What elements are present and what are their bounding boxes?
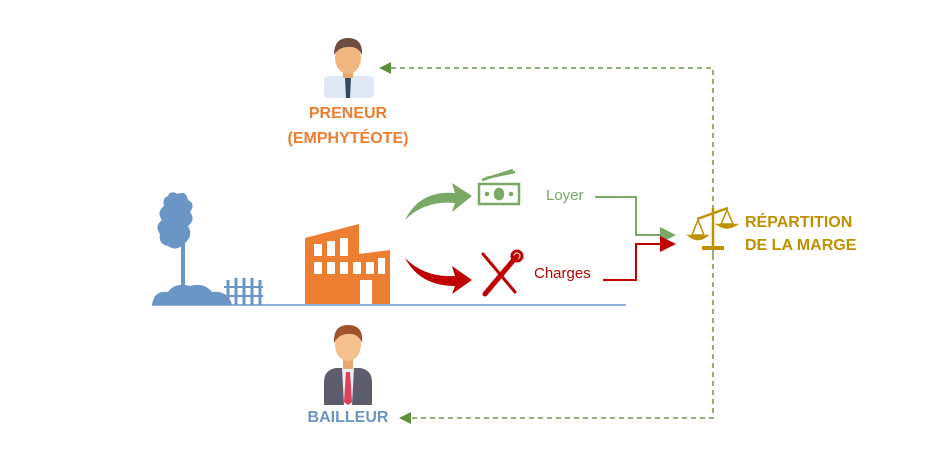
repartition-label: RÉPARTITION DE LA MARGE bbox=[745, 211, 856, 257]
tools-icon bbox=[481, 249, 524, 297]
preneur-subtitle: (EMPHYTÉOTE) bbox=[287, 130, 409, 147]
loyer-connector bbox=[595, 196, 676, 243]
bailleur-label: BAILLEUR bbox=[307, 409, 389, 426]
tree-icon bbox=[152, 192, 232, 305]
preneur-label: PRENEUR (EMPHYTÉOTE) bbox=[268, 101, 428, 151]
repartition-line1: RÉPARTITION bbox=[745, 214, 853, 231]
building-icon bbox=[305, 224, 390, 304]
fence-icon bbox=[224, 278, 263, 305]
charges-connector bbox=[603, 236, 676, 281]
red-curved-arrow bbox=[405, 258, 472, 294]
dashed-arrow-to-preneur bbox=[379, 62, 714, 255]
loyer-label: Loyer bbox=[546, 187, 584, 204]
green-curved-arrow bbox=[405, 183, 472, 220]
preneur-title: PRENEUR bbox=[308, 105, 388, 122]
money-icon bbox=[477, 168, 521, 206]
dashed-arrow-to-bailleur bbox=[399, 255, 714, 424]
preneur-person-icon bbox=[324, 38, 374, 98]
repartition-line2: DE LA MARGE bbox=[745, 237, 857, 254]
scale-icon bbox=[686, 206, 740, 250]
bailleur-person-icon bbox=[324, 325, 372, 405]
charges-label: Charges bbox=[534, 265, 591, 282]
